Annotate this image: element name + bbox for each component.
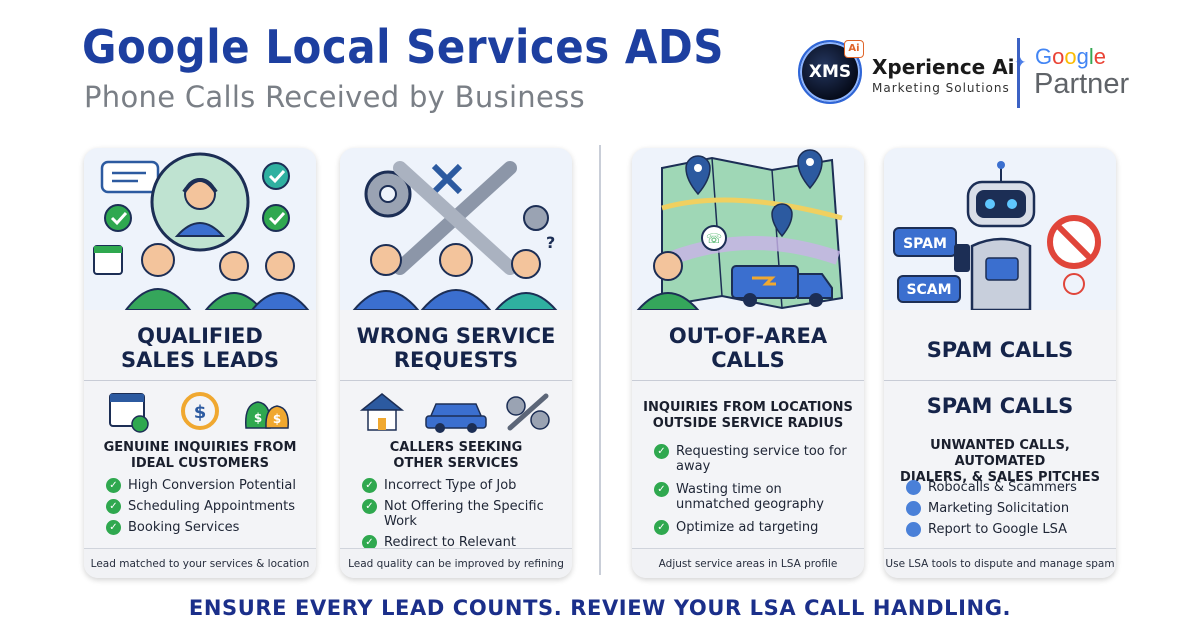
card-heading-secondary: SPAM CALLS: [926, 394, 1074, 418]
list-item: ✓Not Offering the Specific Work: [362, 499, 562, 529]
list-item: ✓Incorrect Type of Job: [362, 478, 562, 493]
card-bullet-list: Robocalls & Scammers Marketing Solicitat…: [906, 480, 1106, 543]
svg-text:?: ?: [546, 233, 555, 252]
delivery-van-icon: [731, 265, 833, 307]
svg-text:$: $: [254, 411, 262, 425]
google-partner-label: Partner: [1034, 68, 1130, 100]
card-footer: Adjust service areas in LSA profile: [632, 548, 864, 578]
sparkle-icon: ✦: [1014, 55, 1027, 71]
logo-badge-text: XMS: [808, 62, 852, 82]
card-bullet-list: ✓Requesting service too for away ✓Wastin…: [654, 444, 854, 541]
section-divider: [599, 145, 601, 575]
google-wordmark: Google: [1035, 44, 1107, 69]
card-icons-row: [359, 393, 550, 433]
prohibited-icon: [1047, 215, 1101, 269]
card-footer: Lead quality can be improved by refining…: [340, 548, 572, 578]
dot-icon: [906, 480, 921, 495]
check-icon: ✓: [362, 535, 377, 550]
list-item: Marketing Solicitation: [906, 501, 1106, 516]
list-item: Robocalls & Scammers: [906, 480, 1106, 495]
check-icon: ✓: [362, 478, 377, 493]
brand-name: Xperience Ai✦: [872, 55, 1027, 79]
card-heading: SPAM CALLS: [926, 338, 1074, 362]
map-pin-icon: [685, 155, 711, 196]
check-icon: ✓: [362, 499, 377, 514]
gears-wrench-icon: [506, 393, 550, 431]
check-icon: ✓: [106, 478, 121, 493]
check-icon: ✓: [106, 520, 121, 535]
map-pin-icon: [797, 149, 823, 190]
house-icon: [359, 393, 405, 431]
svg-text:SCAM: SCAM: [906, 282, 951, 298]
dollar-cycle-icon: $: [181, 392, 219, 430]
svg-text:$: $: [194, 402, 207, 423]
list-item: ✓Scheduling Appointments: [106, 499, 306, 514]
map-pin-icon: [771, 203, 793, 238]
map-van-illustration: ☏: [632, 148, 864, 310]
svg-text:SPAM: SPAM: [903, 236, 947, 252]
list-item: Report to Google LSA: [906, 522, 1106, 537]
list-item: ✓High Conversion Potential: [106, 478, 306, 493]
page-title: Google Local Services ADS: [82, 20, 724, 74]
card-spam-calls: SPAM SCAM SPAM CALLS SPAM CALLS UNWANTED…: [884, 148, 1116, 578]
dot-icon: [906, 522, 921, 537]
logo-divider: [1017, 38, 1020, 108]
card-footer: Use LSA tools to dispute and manage spam: [884, 548, 1116, 578]
svg-text:$: $: [273, 412, 281, 426]
call-to-action: ENSURE EVERY LEAD COUNTS. REVIEW YOUR LS…: [188, 596, 1012, 620]
list-item: ✓Requesting service too for away: [654, 444, 854, 474]
svg-text:☏: ☏: [706, 232, 722, 247]
calendar-clock-icon: [109, 393, 149, 433]
card-icons-row: $ $$: [109, 392, 290, 433]
dot-icon: [906, 501, 921, 516]
check-icon: ✓: [654, 444, 669, 459]
confused-people-tools-illustration: ?: [340, 148, 572, 310]
page-subtitle: Phone Calls Received by Business: [84, 80, 585, 114]
check-icon: ✓: [654, 520, 669, 535]
robot-spam-illustration: SPAM SCAM: [884, 148, 1116, 310]
list-item: ✓Booking Services: [106, 520, 306, 535]
list-item: ✓Wasting time on unmatched geography: [654, 482, 854, 512]
money-bags-icon: $$: [245, 401, 290, 429]
list-item: ✓Optimize ad targeting: [654, 520, 854, 535]
car-icon: [425, 403, 487, 433]
card-bullet-list: ✓High Conversion Potential ✓Scheduling A…: [106, 478, 306, 541]
brand-tagline: Marketing Solutions: [872, 81, 1010, 95]
check-icon: ✓: [654, 482, 669, 497]
card-footer: Lead matched to your services & location: [84, 548, 316, 578]
ai-tag-icon: Ai: [844, 40, 864, 58]
check-icon: ✓: [106, 499, 121, 514]
customer-support-illustration: [84, 148, 316, 310]
